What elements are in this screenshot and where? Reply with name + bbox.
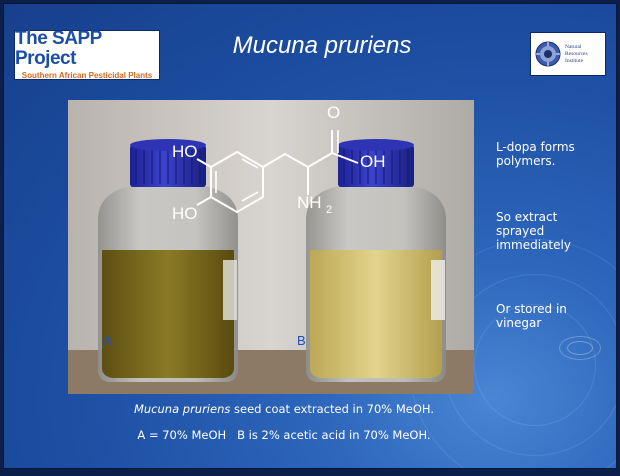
ripple-decoration <box>567 341 593 355</box>
sapp-project-logo: The SAPP Project Southern African Pestic… <box>14 28 160 80</box>
nri-line: Natural <box>565 43 582 50</box>
ripple-decoration <box>559 336 601 360</box>
logo-title: The SAPP Project <box>15 28 102 69</box>
nri-logo-text: Natural Resources Institute <box>565 44 588 65</box>
slide-title: Mucuna pruriens <box>232 32 412 59</box>
molecule-label-ho-top: HO <box>172 142 198 161</box>
side-note: So extract sprayed immediately <box>496 210 571 252</box>
side-note: Or stored in vinegar <box>496 302 567 330</box>
caption-species: Mucuna pruriens <box>133 402 231 416</box>
slide: The SAPP Project Southern African Pestic… <box>4 4 616 468</box>
molecule-label-nh: NH <box>297 193 322 212</box>
molecule-label-subscript: 2 <box>326 204 332 216</box>
caption-text: seed coat extracted in 70% MeOH. <box>230 402 435 416</box>
caption-line-1: Mucuna pruriens seed coat extracted in 7… <box>74 402 494 416</box>
jars-photo: HO HO O OH NH 2 A B <box>68 100 474 394</box>
jar-label-b: B <box>297 333 306 348</box>
molecule-label-o: O <box>327 103 340 122</box>
molecule-label-oh: OH <box>360 152 386 171</box>
nri-emblem-icon <box>535 41 561 67</box>
jar-label-a: A <box>103 333 112 348</box>
molecule-label-ho-bottom: HO <box>172 204 198 223</box>
nri-logo: Natural Resources Institute <box>530 32 606 76</box>
l-dopa-structure <box>196 130 359 214</box>
logo-subtitle: Southern African Pesticidal Plants <box>21 71 153 80</box>
jar-a <box>98 139 238 382</box>
nri-line: Institute <box>565 57 584 64</box>
caption-line-2: A = 70% MeOH B is 2% acetic acid in 70% … <box>137 428 431 442</box>
side-note: L-dopa forms polymers. <box>496 140 575 168</box>
nri-line: Resources <box>565 50 588 57</box>
jar-b <box>306 139 446 382</box>
